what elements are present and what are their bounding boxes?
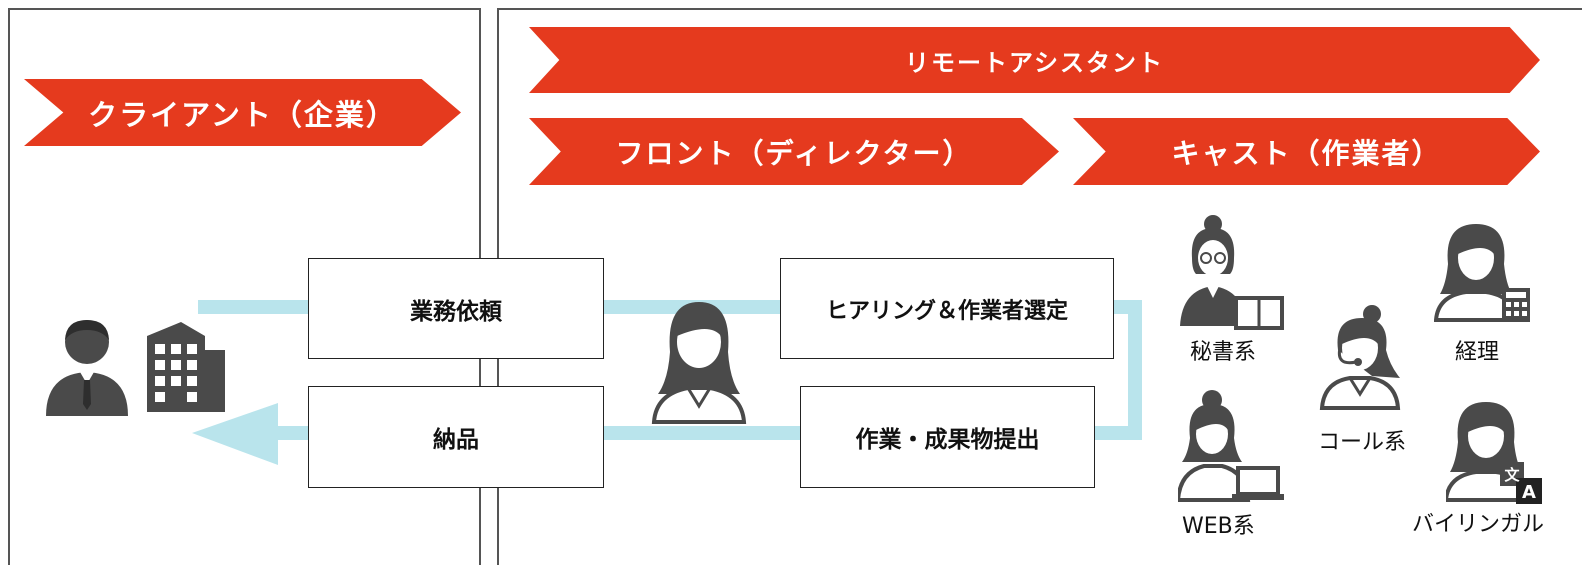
- svg-text:文: 文: [1504, 466, 1520, 484]
- secretary-icon: [1180, 215, 1284, 330]
- bilingual-label: バイリンガル: [1412, 512, 1545, 537]
- cast-worker-banner: キャスト（作業者）: [1073, 118, 1540, 185]
- svg-text:A: A: [1522, 482, 1536, 503]
- request-box: 業務依頼: [308, 258, 604, 359]
- hearing-selection-box: ヒアリング＆作業者選定: [780, 258, 1114, 359]
- work-submission-box: 作業・成果物提出: [800, 386, 1095, 488]
- office-building-icon: [147, 322, 225, 412]
- businessman-icon: [46, 320, 128, 416]
- director-woman-icon: [651, 302, 747, 424]
- cast-return-line: [1128, 300, 1142, 440]
- call-label: コール系: [1318, 430, 1407, 455]
- client-banner: クライアント（企業）: [24, 79, 461, 146]
- web-label: WEB系: [1182, 514, 1255, 539]
- delivery-box: 納品: [308, 386, 604, 488]
- secretary-label: 秘書系: [1190, 340, 1257, 365]
- accountant-icon: [1434, 224, 1530, 322]
- front-director-banner: フロント（ディレクター）: [529, 118, 1059, 185]
- delivery-arrowhead: [192, 403, 278, 465]
- remote-assistant-banner: リモートアシスタント: [529, 27, 1540, 93]
- translator-icon: A 文: [1446, 402, 1542, 504]
- accountant-label: 経理: [1455, 340, 1500, 365]
- call-operator-icon: [1319, 305, 1401, 410]
- submit-return-line: [1090, 426, 1142, 440]
- web-worker-icon: [1178, 390, 1284, 502]
